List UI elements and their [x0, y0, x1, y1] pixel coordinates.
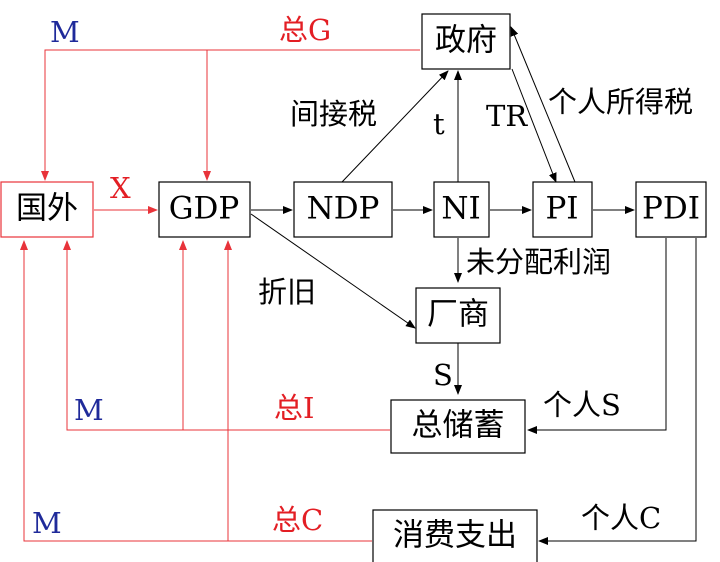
- label-m-mid: M: [74, 393, 104, 427]
- label-personal-s: 个人S: [543, 388, 621, 422]
- arrow-government-to-foreign: [41, 49, 420, 181]
- arrow-savings-to-foreign: [63, 240, 390, 431]
- node-consumption-label: 消费支出: [393, 518, 517, 554]
- node-foreign-label: 国外: [16, 191, 78, 227]
- label-t: t: [433, 107, 445, 141]
- label-s: S: [433, 358, 453, 392]
- label-personal-c: 个人C: [581, 501, 661, 535]
- label-indirect-tax: 间接税: [290, 97, 377, 131]
- node-ni: NI: [433, 181, 490, 238]
- arrow-consumption-to-foreign: [20, 240, 372, 542]
- label-tr: TR: [486, 99, 528, 133]
- arrow-gdp-to-firms: [250, 213, 416, 329]
- node-consumption: 消费支出: [372, 509, 538, 562]
- node-total-savings: 总储蓄: [390, 399, 526, 454]
- node-ni-label: NI: [441, 191, 480, 227]
- node-pdi: PDI: [635, 181, 707, 238]
- node-government-label: 政府: [435, 23, 497, 59]
- black-flow-arrows: [250, 26, 697, 545]
- red-flow-arrows: [20, 49, 420, 542]
- label-total-g: 总G: [279, 13, 331, 47]
- label-m-bottom: M: [32, 506, 62, 540]
- label-total-i: 总I: [274, 391, 314, 425]
- label-m-top: M: [50, 15, 80, 49]
- arrow-ndp-to-government: [341, 70, 449, 183]
- label-total-c: 总C: [272, 503, 323, 537]
- node-firms: 厂商: [415, 287, 501, 344]
- node-ndp: NDP: [293, 181, 393, 238]
- label-depreciation: 折旧: [258, 275, 316, 309]
- label-personal-income-tax: 个人所得税: [548, 85, 693, 119]
- arrow-government-to-pi: [511, 68, 557, 183]
- node-pi-label: PI: [545, 191, 578, 227]
- node-gdp: GDP: [158, 181, 251, 238]
- node-firms-label: 厂商: [427, 297, 489, 333]
- arrow-pdi-to-consumption: [538, 238, 697, 545]
- node-pi: PI: [532, 181, 593, 238]
- arrow-pi-to-government: [510, 26, 576, 183]
- label-undistributed-profit: 未分配利润: [466, 245, 611, 279]
- node-government: 政府: [421, 13, 511, 70]
- node-gdp-label: GDP: [169, 191, 239, 227]
- node-ndp-label: NDP: [307, 191, 380, 227]
- node-total-savings-label: 总储蓄: [412, 408, 505, 444]
- arrow-pdi-to-savings: [527, 238, 667, 434]
- node-pdi-label: PDI: [642, 191, 700, 227]
- node-foreign: 国外: [0, 181, 94, 238]
- label-x: X: [110, 171, 131, 205]
